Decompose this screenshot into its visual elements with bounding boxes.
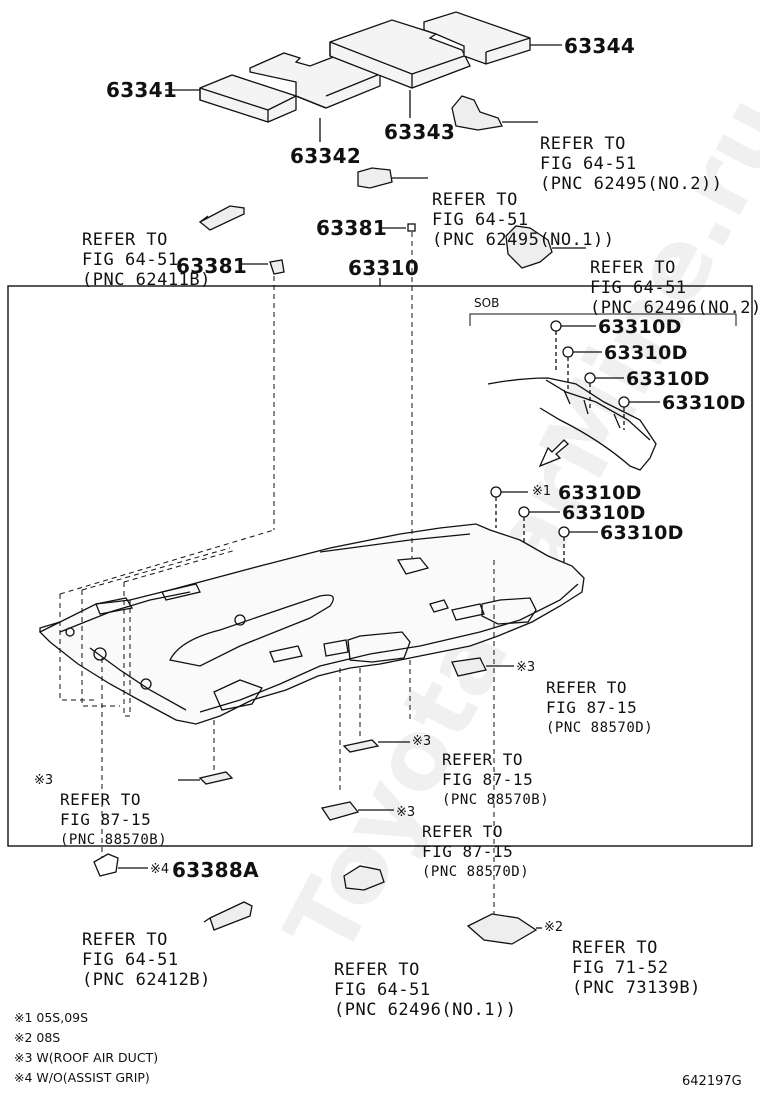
mark-3-c: ※3 <box>34 773 54 788</box>
mark-3-b: ※3 <box>412 734 432 749</box>
mark-3-d: ※3 <box>396 805 416 820</box>
lamp-73139b <box>466 913 542 945</box>
part-number-63341: 63341 <box>106 78 178 102</box>
part-number-63310d-4: 63310D <box>662 392 746 414</box>
cover-88570b-a <box>342 739 410 753</box>
roof-headlining-63310 <box>38 523 585 725</box>
part-number-63310d-3: 63310D <box>626 368 710 390</box>
part-number-63310d-7: 63310D <box>600 522 684 544</box>
direction-arrow <box>538 439 569 468</box>
part-number-63310: 63310 <box>348 256 420 280</box>
part-number-63310d-1: 63310D <box>598 316 682 338</box>
bracket-62496-no1 <box>343 865 385 891</box>
note-1: ※1 05S,09S <box>14 1010 89 1025</box>
part-number-63381-upper: 63381 <box>316 216 388 240</box>
cover-88570d-b <box>320 801 394 821</box>
part-number-63343: 63343 <box>384 120 456 144</box>
part-number-63381-left: 63381 <box>176 254 248 278</box>
figure-code: 642197G <box>682 1074 742 1089</box>
mark-2: ※2 <box>544 920 564 935</box>
note-3: ※3 W(ROOF AIR DUCT) <box>14 1050 159 1065</box>
part-number-63388a: 63388A <box>172 858 259 882</box>
sob-detail <box>487 377 657 471</box>
silencer-pad-63341 <box>199 74 297 123</box>
bracket-62496-no2 <box>505 225 586 269</box>
silencer-pad-63344 <box>423 11 531 65</box>
clip-63388a <box>93 853 148 877</box>
note-4: ※4 W/O(ASSIST GRIP) <box>14 1070 150 1085</box>
silencer-pad-63343 <box>329 19 471 89</box>
bracket-62412b <box>203 901 253 931</box>
part-number-63310d-2: 63310D <box>604 342 688 364</box>
cover-88570d-a <box>451 657 514 677</box>
mark-4: ※4 <box>150 862 170 877</box>
part-number-63310d-6: 63310D <box>562 502 646 524</box>
note-2: ※2 08S <box>14 1030 61 1045</box>
bracket-62411b <box>198 205 245 231</box>
part-number-63310d-5: 63310D <box>558 482 642 504</box>
mark-3-a: ※3 <box>516 660 536 675</box>
part-number-63344: 63344 <box>564 34 636 58</box>
mark-1: ※1 <box>532 484 552 499</box>
bracket-62495-no2 <box>451 95 538 131</box>
sob-label: SOB <box>474 296 500 310</box>
bracket-62495-no1 <box>357 167 428 189</box>
part-number-63342: 63342 <box>290 144 362 168</box>
cover-88570b-b <box>178 771 234 785</box>
